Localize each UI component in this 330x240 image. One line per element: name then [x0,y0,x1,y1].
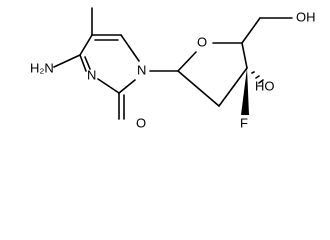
hash-c3prime-oh-3 [258,79,264,84]
ring-oxygen-label: O [197,34,207,49]
bond-c3prime-c2prime [218,67,248,107]
bond-n1-c6 [120,34,140,62]
hash-c3prime-oh-2 [255,75,260,79]
ring-n-top-label: N [137,62,146,77]
hash-c3prime-oh-1 [251,71,255,74]
wedge-c3prime-f [241,68,249,115]
bond-c4-n3 [79,54,87,72]
ring-n-bottom-label: N [87,67,96,82]
sugar-ring [149,17,293,107]
bond-c4-n3-double [84,56,91,70]
bond-n3-c2 [97,78,120,94]
stereo-bonds [241,68,264,115]
bond-c1prime-o [177,51,197,72]
amino-label: H₂N [30,60,54,75]
carbonyl-oxygen-label: O [136,115,146,130]
atom-labels: H₂N N N O O OH HO F [30,9,316,130]
chemical-structure: H₂N N N O O OH HO F [30,7,316,130]
bond-c4prime-c3prime [241,42,248,69]
bond-c5-c4 [79,34,93,56]
bond-c4-amino [53,54,81,68]
bond-c2prime-c1prime [177,70,220,107]
hydroxymethyl-oh-label: OH [296,9,316,24]
pyrimidine-ring [53,7,140,120]
bond-c4prime-c5prime [241,17,261,44]
hydroxyl-label: HO [255,78,275,93]
fluoro-label: F [240,115,248,130]
bond-c2-n1 [118,79,136,94]
